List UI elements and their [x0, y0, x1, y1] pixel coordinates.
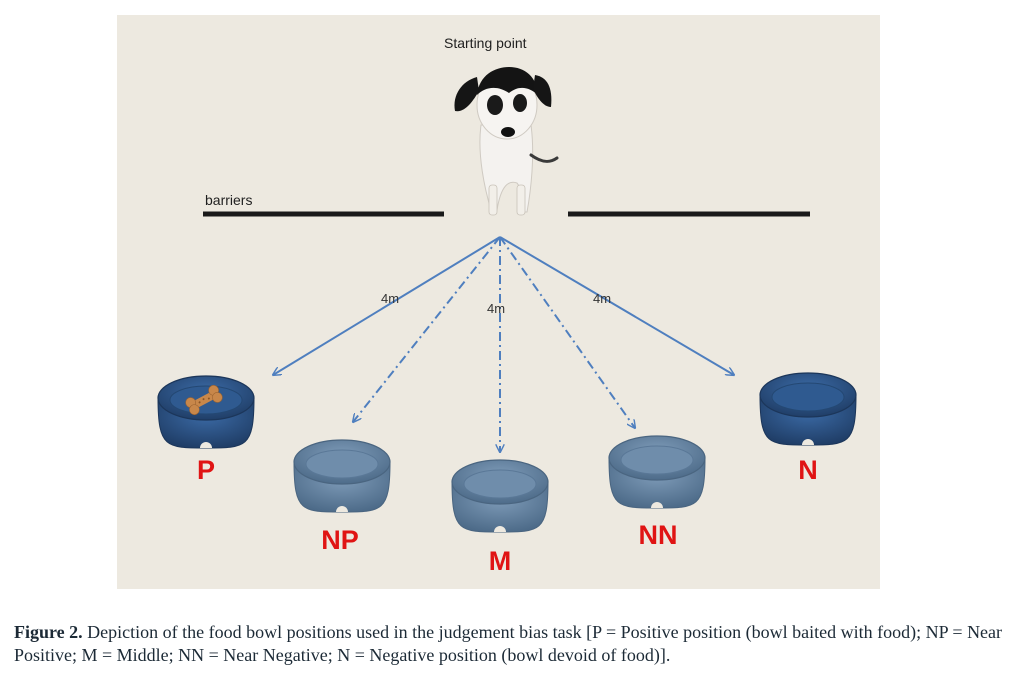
bowl-p: [157, 375, 255, 449]
dog-image: [454, 67, 559, 216]
dog-biscuit-icon: [185, 385, 223, 415]
figure-panel: Starting point barriers 4m 4m 4m P NP M …: [117, 15, 880, 589]
caption-text: Depiction of the food bowl positions use…: [14, 622, 1003, 665]
position-label-m: M: [488, 546, 512, 576]
bowls-group: [157, 372, 857, 533]
figure-caption: Figure 2. Depiction of the food bowl pos…: [14, 621, 1014, 667]
starting-point-label: Starting point: [444, 35, 527, 51]
arrows-group: [273, 236, 734, 452]
arrow-to-nn: [499, 236, 635, 428]
arrow-to-np: [353, 236, 501, 422]
bowl-np: [293, 439, 391, 513]
position-label-np: NP: [321, 525, 359, 555]
diagram-canvas: [157, 67, 857, 533]
position-label-nn: NN: [638, 520, 678, 550]
bowl-n: [759, 372, 857, 446]
bowl-nn: [608, 435, 706, 509]
bowl-m: [451, 459, 549, 533]
distance-label-left: 4m: [381, 291, 400, 306]
position-label-p: P: [196, 455, 216, 485]
distance-label-middle: 4m: [487, 301, 506, 316]
barriers-label: barriers: [205, 192, 253, 208]
caption-number: Figure 2.: [14, 622, 83, 642]
arrow-to-n: [499, 236, 734, 375]
arrow-to-p: [273, 236, 501, 375]
distance-label-right: 4m: [593, 291, 612, 306]
position-label-n: N: [798, 455, 818, 485]
